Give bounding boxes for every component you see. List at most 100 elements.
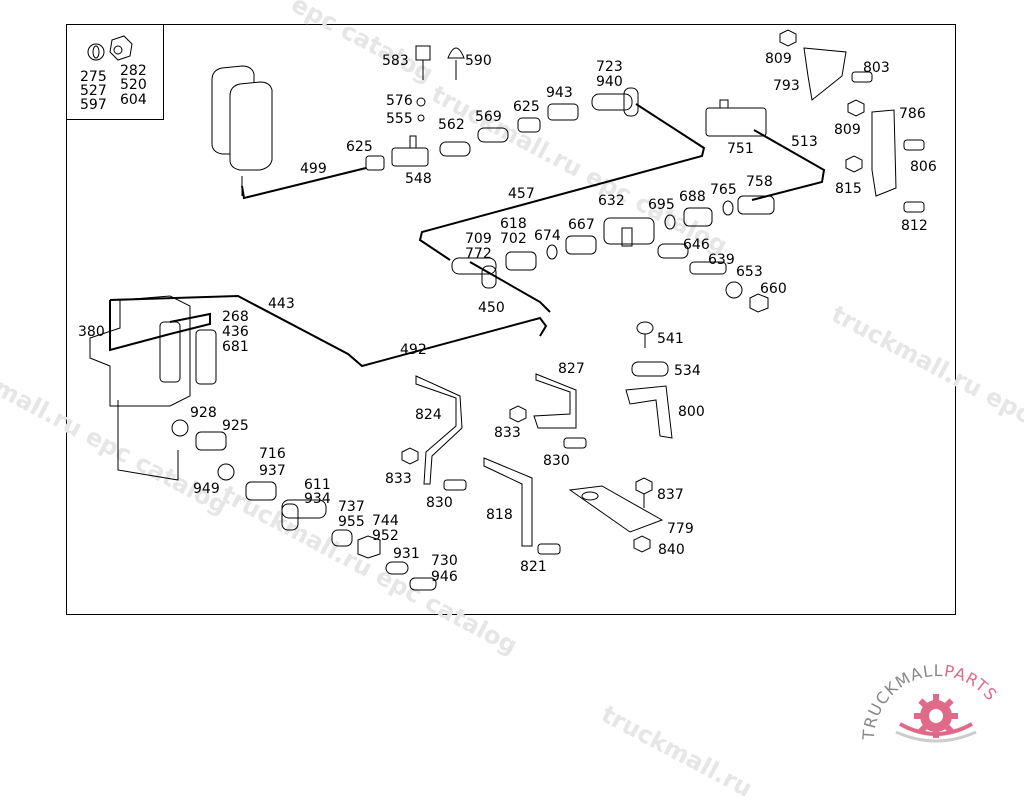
part-label[interactable]: 275: [80, 69, 107, 85]
part-label-833b[interactable]: 833: [385, 471, 412, 487]
part-label-660[interactable]: 660: [760, 281, 787, 297]
part-label-925[interactable]: 925: [222, 418, 249, 434]
part-label-833a[interactable]: 833: [494, 425, 521, 441]
part-label-646[interactable]: 646: [683, 237, 710, 253]
part-label-709[interactable]: 709: [465, 231, 492, 247]
part-label-955[interactable]: 955: [338, 514, 365, 530]
gear-icon: [895, 694, 977, 743]
part-label-793[interactable]: 793: [773, 78, 800, 94]
part-label[interactable]: 520: [120, 77, 147, 93]
part-label-952[interactable]: 952: [372, 528, 399, 544]
part-label-837[interactable]: 837: [657, 487, 684, 503]
part-label-818[interactable]: 818: [486, 507, 513, 523]
part-label-268[interactable]: 268: [222, 309, 249, 325]
part-label-779[interactable]: 779: [667, 521, 694, 537]
part-label-827[interactable]: 827: [558, 361, 585, 377]
strap-779-icon: [568, 485, 664, 533]
bolt-806-icon: [903, 139, 925, 151]
part-label-639[interactable]: 639: [708, 252, 735, 268]
part-label-928[interactable]: 928: [190, 405, 217, 421]
part-label-758[interactable]: 758: [746, 174, 773, 190]
part-label-730[interactable]: 730: [431, 553, 458, 569]
part-label-723[interactable]: 723: [596, 59, 623, 75]
part-label-716[interactable]: 716: [259, 446, 286, 462]
part-label-949[interactable]: 949: [193, 481, 220, 497]
part-label-830b[interactable]: 830: [426, 495, 453, 511]
part-label-681[interactable]: 681: [222, 339, 249, 355]
part-label-824[interactable]: 824: [415, 407, 442, 423]
nut-809a-icon: [779, 29, 797, 47]
part-label-632[interactable]: 632: [598, 193, 625, 209]
part-label-625b[interactable]: 625: [346, 139, 373, 155]
part-label-576[interactable]: 576: [386, 93, 413, 109]
part-label-436[interactable]: 436: [222, 324, 249, 340]
part-label-492[interactable]: 492: [400, 342, 427, 358]
part-label-618[interactable]: 618: [500, 216, 527, 232]
part-label-786[interactable]: 786: [899, 106, 926, 122]
sensor-583-icon: [415, 45, 431, 80]
washer-695-icon: [664, 214, 676, 230]
part-label-513[interactable]: 513: [791, 134, 818, 150]
part-label-751[interactable]: 751: [727, 141, 754, 157]
part-label-803[interactable]: 803: [863, 60, 890, 76]
spring-646-icon: [657, 243, 689, 259]
part-label-806[interactable]: 806: [910, 159, 937, 175]
part-label-934[interactable]: 934: [304, 491, 331, 507]
part-label-702[interactable]: 702: [500, 231, 527, 247]
part-label-800[interactable]: 800: [678, 404, 705, 420]
part-label-812[interactable]: 812: [901, 218, 928, 234]
part-label-943[interactable]: 943: [546, 85, 573, 101]
part-label-583[interactable]: 583: [382, 53, 409, 69]
part-label-499[interactable]: 499: [300, 161, 327, 177]
fuel-line-group: [109, 103, 826, 368]
part-label-688[interactable]: 688: [679, 189, 706, 205]
part-label-772[interactable]: 772: [465, 246, 492, 262]
part-label[interactable]: 527: [80, 83, 107, 99]
part-label-937[interactable]: 937: [259, 463, 286, 479]
nut-809b-icon: [847, 99, 865, 117]
part-label-840[interactable]: 840: [658, 542, 685, 558]
part-label-809a[interactable]: 809: [765, 51, 792, 67]
fuel-line-513: [751, 129, 826, 201]
part-label-534[interactable]: 534: [674, 363, 701, 379]
part-label-590[interactable]: 590: [465, 53, 492, 69]
part-label[interactable]: 282: [120, 63, 147, 79]
part-label-809b[interactable]: 809: [834, 122, 861, 138]
part-label-450[interactable]: 450: [478, 300, 505, 316]
part-label-457[interactable]: 457: [508, 186, 535, 202]
part-label-541[interactable]: 541: [657, 331, 684, 347]
fitting-667-icon: [565, 235, 597, 255]
part-label-830a[interactable]: 830: [543, 453, 570, 469]
part-label-815[interactable]: 815: [835, 181, 862, 197]
part-label-562[interactable]: 562: [438, 117, 465, 133]
part-label[interactable]: 597: [80, 97, 107, 113]
part-label-555[interactable]: 555: [386, 111, 413, 127]
bolt-830b-icon: [443, 479, 467, 491]
part-label-744[interactable]: 744: [372, 513, 399, 529]
part-label-931[interactable]: 931: [393, 546, 420, 562]
bolt-830a-icon: [563, 437, 587, 449]
sensor-590-icon: [447, 47, 465, 80]
diagram-frame: [66, 24, 956, 615]
washer-653-icon: [725, 281, 743, 299]
part-label[interactable]: 604: [120, 92, 147, 108]
part-label-611[interactable]: 611: [304, 477, 331, 493]
part-label-737[interactable]: 737: [338, 499, 365, 515]
part-label-653[interactable]: 653: [736, 264, 763, 280]
part-label-625a[interactable]: 625: [513, 99, 540, 115]
part-label-940[interactable]: 940: [596, 74, 623, 90]
part-label-674[interactable]: 674: [534, 228, 561, 244]
part-label-765[interactable]: 765: [710, 182, 737, 198]
fuel-line-457: [418, 103, 706, 261]
part-label-443[interactable]: 443: [268, 296, 295, 312]
part-label-695[interactable]: 695: [648, 197, 675, 213]
fitting-716-icon: [245, 481, 277, 501]
part-label-569[interactable]: 569: [475, 109, 502, 125]
part-label-380[interactable]: 380: [78, 324, 105, 340]
part-label-946[interactable]: 946: [431, 569, 458, 585]
bracket-824-icon: [415, 375, 463, 485]
part-label-667[interactable]: 667: [568, 217, 595, 233]
tee-611-icon: [281, 499, 327, 531]
part-label-548[interactable]: 548: [405, 171, 432, 187]
part-label-821[interactable]: 821: [520, 559, 547, 575]
